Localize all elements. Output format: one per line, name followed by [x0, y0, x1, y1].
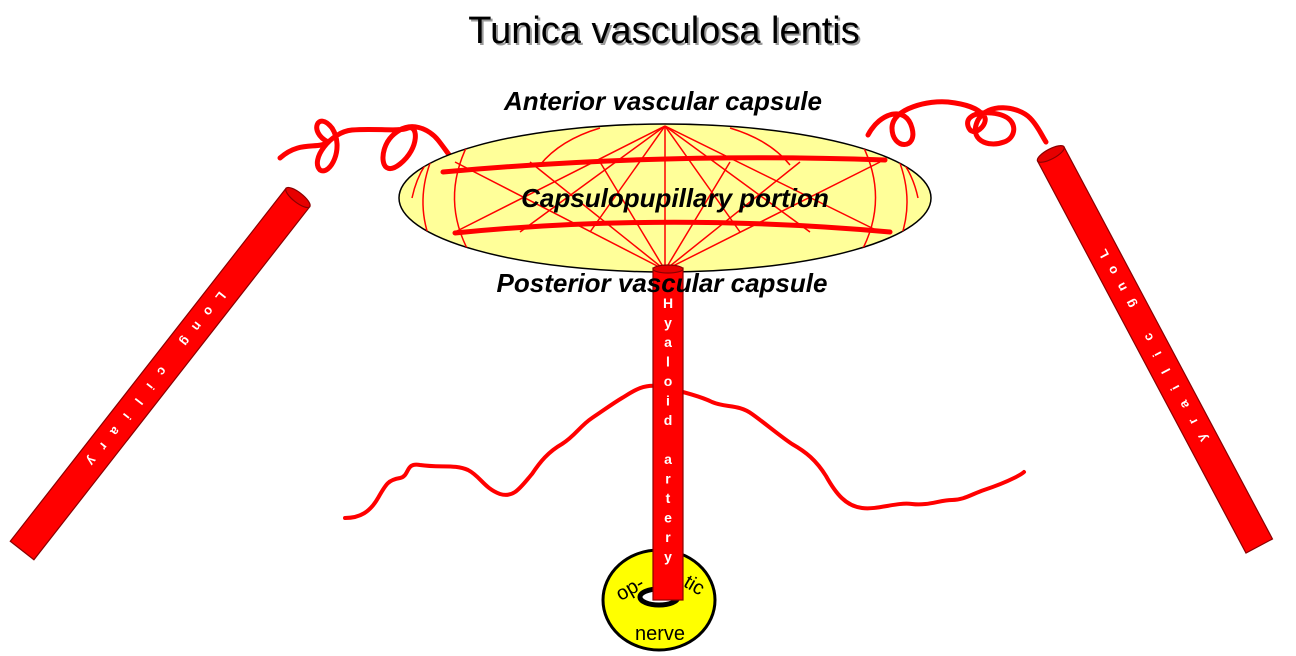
right-coiled-vessel — [868, 102, 1046, 145]
vertical-letter: r — [665, 529, 671, 545]
vertical-letter: a — [664, 334, 672, 350]
vertical-letter: e — [664, 510, 672, 526]
optic-label-nerve: nerve — [635, 623, 685, 645]
vertical-letter: o — [664, 373, 673, 389]
vertical-letter: r — [665, 471, 671, 487]
vertical-letter: y — [664, 315, 672, 331]
vertical-letter: d — [664, 412, 673, 428]
posterior-capsule-label: Posterior vascular capsule — [497, 268, 828, 298]
anterior-capsule-label: Anterior vascular capsule — [503, 86, 822, 116]
vertical-letter: y — [664, 549, 672, 565]
vertical-letter: a — [664, 451, 672, 467]
diagram-title: Tunica vasculosa lentis — [468, 10, 859, 52]
right-ciliary-body — [1038, 147, 1273, 553]
capsulopupillary-label: Capsulopupillary portion — [521, 183, 829, 213]
vertical-letter: i — [666, 393, 670, 409]
lower-wavy-vessel — [345, 386, 1024, 518]
vertical-letter: l — [666, 354, 670, 370]
vertical-letter: t — [666, 490, 671, 506]
